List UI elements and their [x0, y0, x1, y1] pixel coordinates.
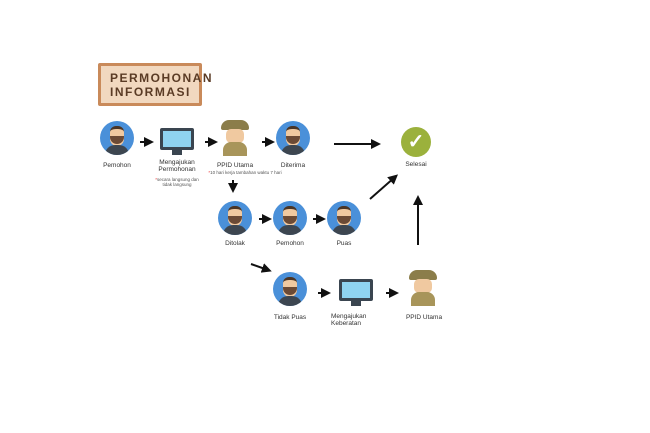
diterima-avatar: [276, 121, 310, 155]
note-mengajukan: *secara langsung dan tidak langsung: [155, 177, 199, 187]
label-ppid-utama: PPID Utama: [216, 162, 254, 169]
label-ppid-utama-2: PPID Utama: [405, 314, 443, 321]
ppid-officer-icon: [220, 120, 250, 156]
note-ppid: *10 hari kerja tambahan waktu 7 hari: [208, 170, 282, 175]
arrow: [250, 263, 272, 273]
arrow: [369, 174, 399, 200]
title-line2: INFORMASI: [110, 85, 191, 99]
pemohon-avatar: [100, 121, 134, 155]
label-diterima: Diterima: [280, 162, 306, 169]
monitor-icon-2: [339, 279, 373, 301]
monitor-stand-2: [351, 301, 361, 306]
title-line1: PERMOHONAN: [110, 71, 214, 85]
label-pemohon: Pemohon: [103, 162, 131, 169]
label-pemohon2: Pemohon: [276, 240, 304, 247]
tidak-puas-avatar: [273, 272, 307, 306]
monitor-stand: [172, 150, 182, 155]
ditolak-avatar: [218, 201, 252, 235]
monitor-icon: [160, 128, 194, 150]
label-ditolak: Ditolak: [225, 240, 245, 247]
label-mengajukan-keberatan: Mengajukan Keberatan: [331, 313, 367, 327]
label-selesai: Selesai: [405, 161, 427, 168]
pemohon2-avatar: [273, 201, 307, 235]
label-puas: Puas: [336, 240, 352, 247]
check-icon: ✓: [401, 127, 431, 157]
label-tidak-puas: Tidak Puas: [273, 314, 307, 321]
ppid-officer-icon-2: [408, 270, 438, 306]
label-mengajukan-permohonan: Mengajukan Permohonan: [158, 159, 196, 173]
puas-avatar: [327, 201, 361, 235]
